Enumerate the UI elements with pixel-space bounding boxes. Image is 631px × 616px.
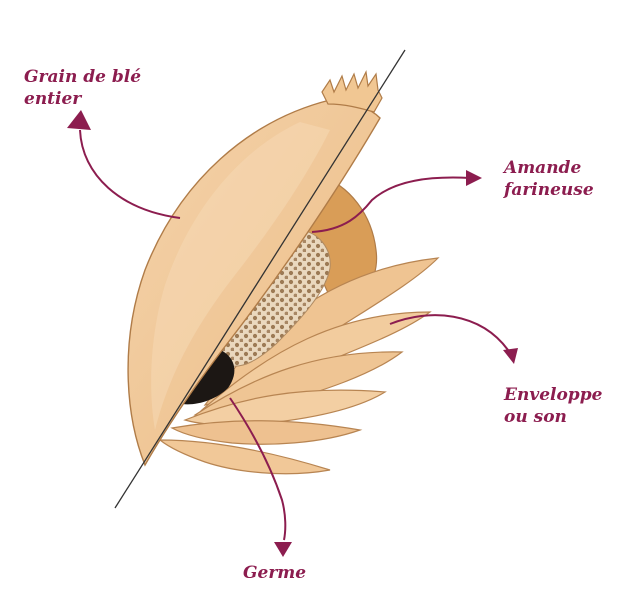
arrowhead-amande <box>466 170 482 186</box>
label-enveloppe-ou-son: Enveloppe ou son <box>504 384 602 428</box>
arrowhead-germe <box>274 542 292 557</box>
label-amande-farineuse: Amande farineuse <box>504 157 594 201</box>
arrowhead-enveloppe <box>503 348 518 364</box>
label-grain-de-ble-entier: Grain de blé entier <box>24 66 141 110</box>
label-germe: Germe <box>243 562 306 584</box>
arrow-grain <box>80 130 180 218</box>
arrowhead-grain <box>67 110 91 130</box>
